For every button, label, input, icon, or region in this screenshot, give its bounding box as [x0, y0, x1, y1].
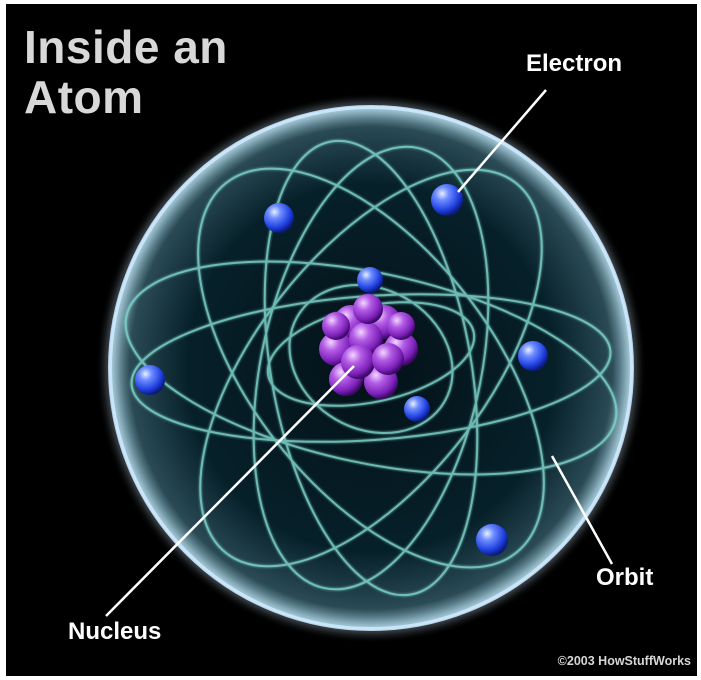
- electron: [476, 524, 508, 556]
- orbit-inner-2: [288, 283, 454, 435]
- atom-illustration: [105, 89, 634, 631]
- nucleon: [387, 312, 415, 340]
- copyright-credit: ©2003 HowStuffWorks: [557, 654, 691, 668]
- orbit-vertical-2: [252, 145, 490, 591]
- nucleon: [372, 343, 404, 375]
- orbit-diagonal-right: [197, 167, 545, 569]
- electron: [518, 341, 548, 371]
- electron: [431, 184, 463, 216]
- electrons: [135, 184, 548, 556]
- title-line-2: Atom: [24, 71, 144, 123]
- atom-diagram: Inside an Atom Electron Orbit Nucleus ©2…: [6, 4, 697, 676]
- electron: [357, 267, 383, 293]
- electron-leader-line: [457, 89, 547, 193]
- electron: [404, 396, 430, 422]
- sphere-rim: [108, 105, 634, 631]
- leader-lines: [105, 89, 614, 617]
- orbit-label: Orbit: [596, 564, 654, 591]
- nucleon: [322, 312, 350, 340]
- electron: [135, 365, 165, 395]
- nucleus-leader-line: [105, 365, 355, 617]
- orbits: [124, 139, 618, 597]
- electron-label: Electron: [526, 50, 623, 77]
- orbit-tilted: [124, 260, 618, 476]
- nucleon: [353, 294, 383, 324]
- electron: [264, 203, 294, 233]
- title-line-1: Inside an: [24, 21, 228, 73]
- nucleus-label: Nucleus: [68, 618, 162, 645]
- orbit-diagonal-left: [199, 168, 543, 568]
- nucleus: [319, 294, 418, 399]
- orbit-leader-line: [550, 455, 614, 565]
